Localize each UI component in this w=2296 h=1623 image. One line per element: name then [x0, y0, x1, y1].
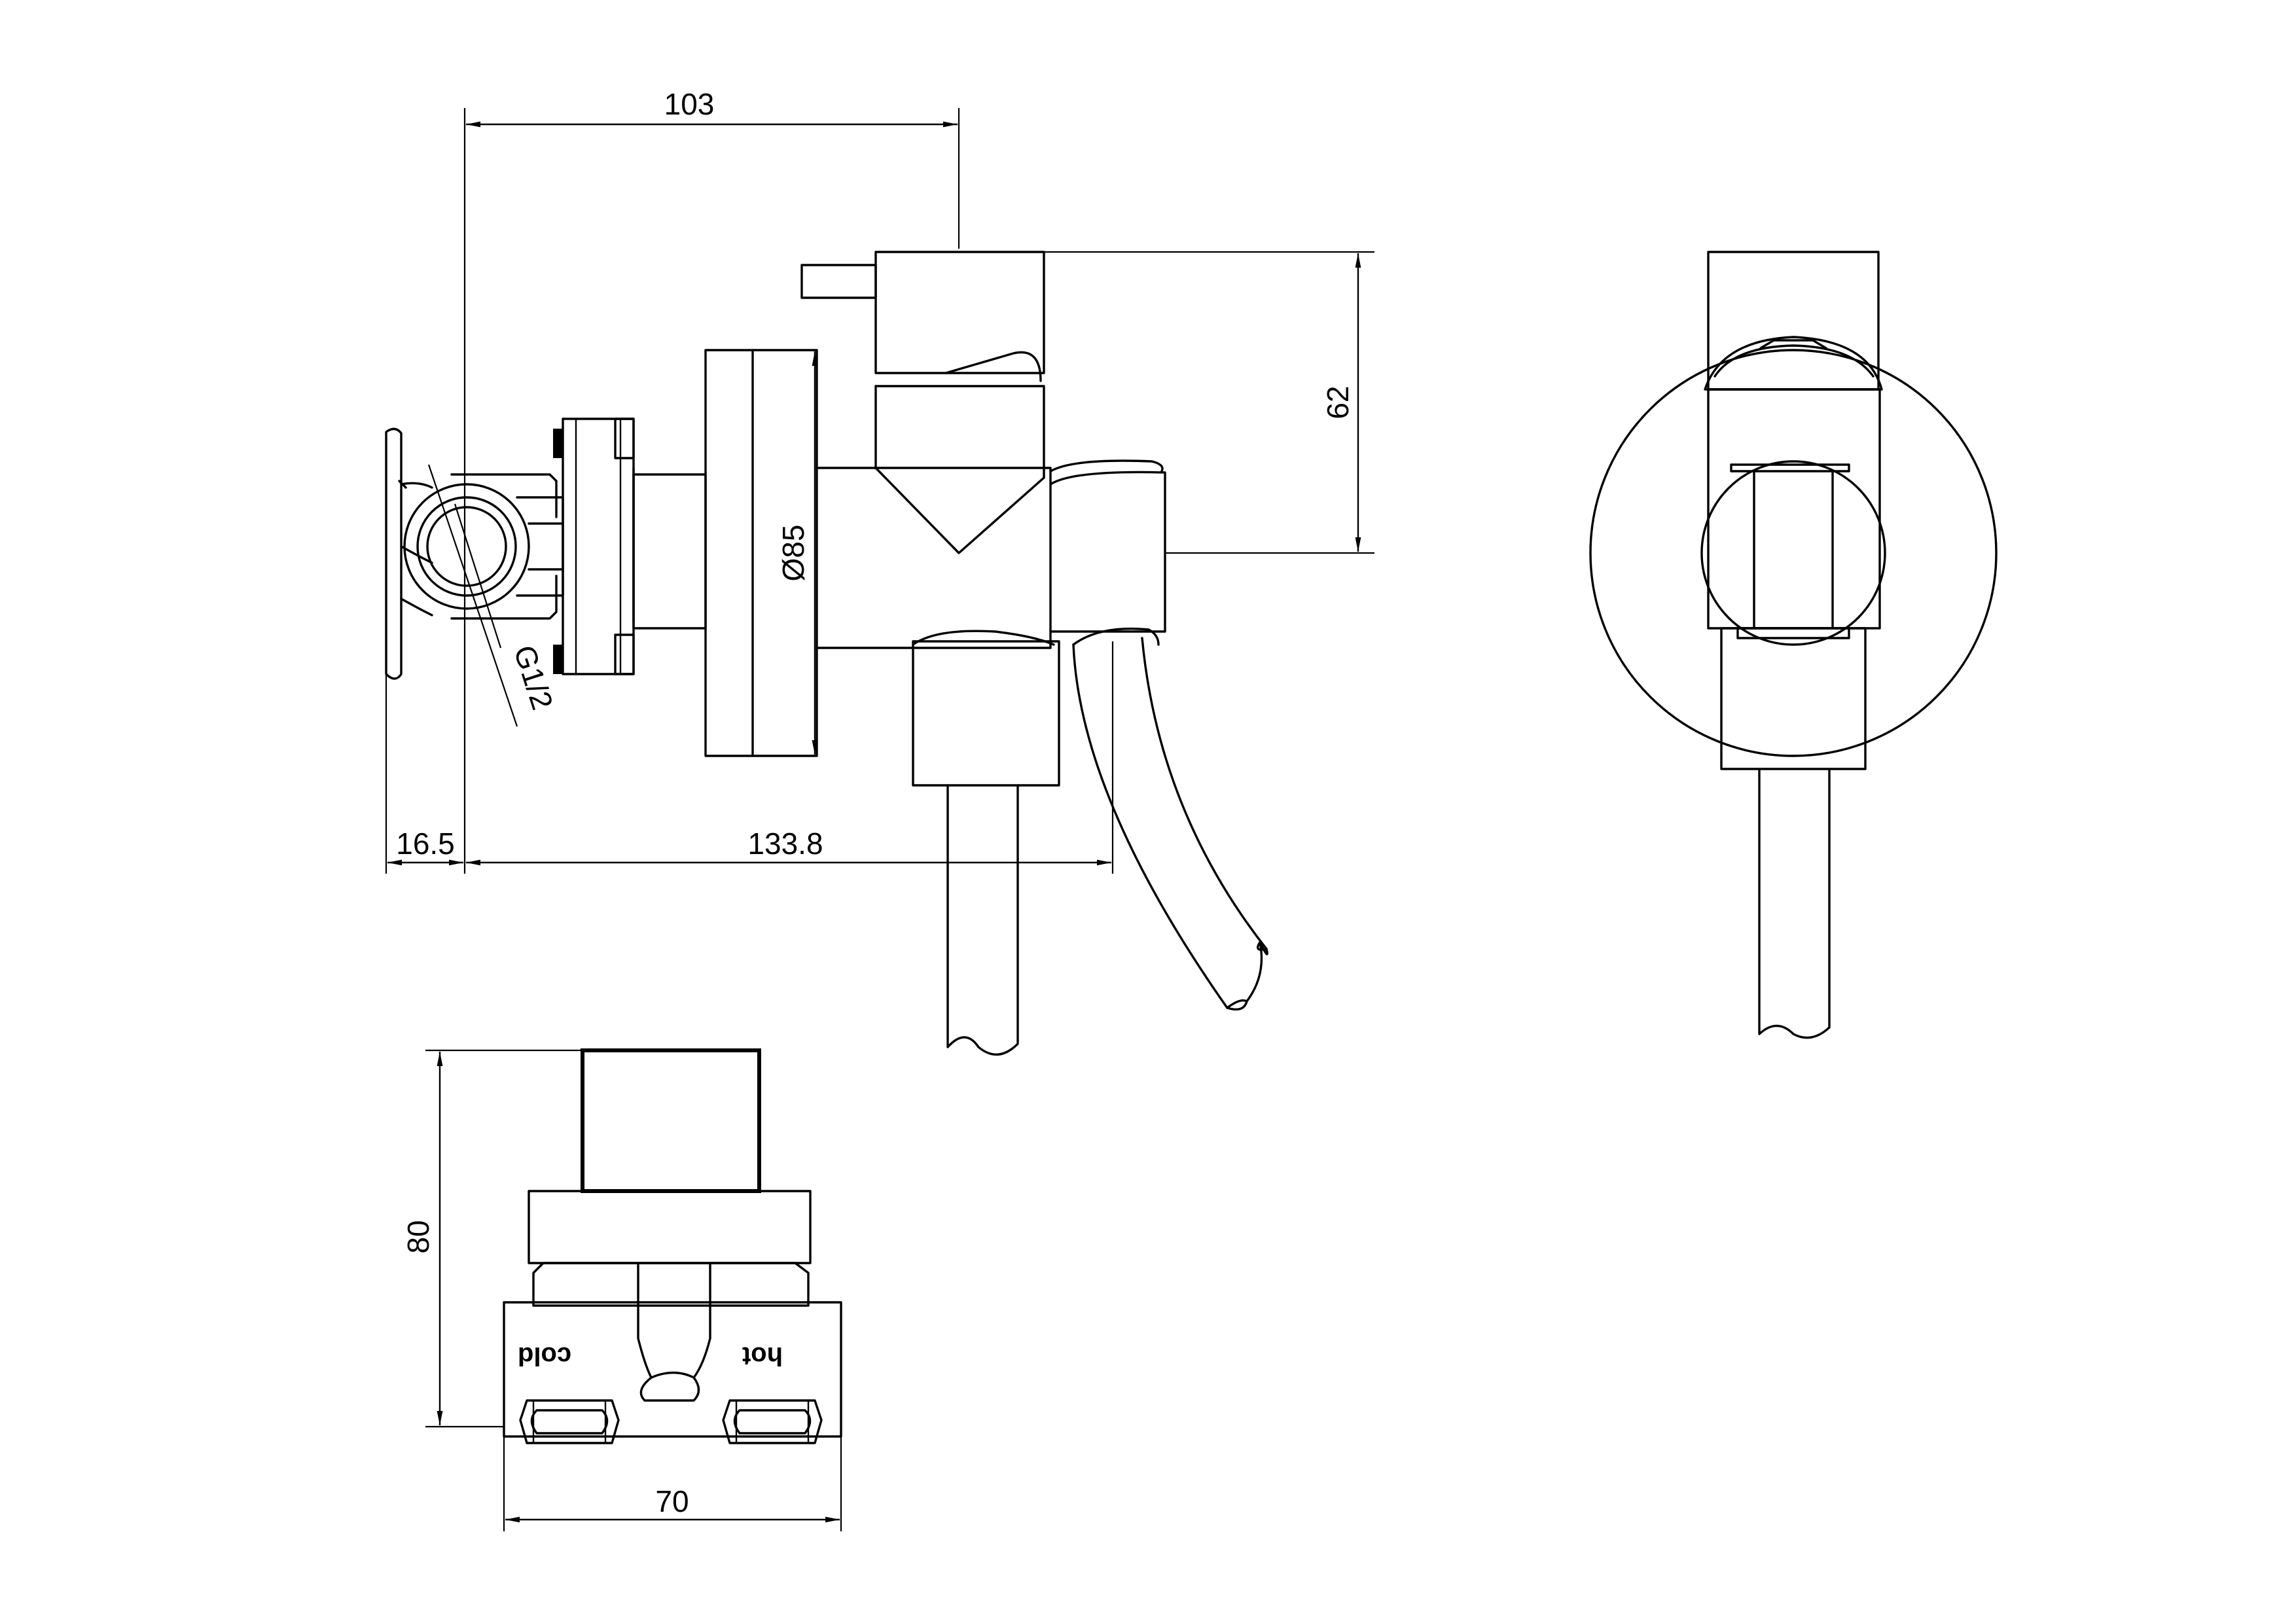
- thread-label: G1/2: [507, 641, 560, 714]
- body-end-cap: [1049, 471, 1166, 633]
- lever-head: [874, 251, 1045, 374]
- plan-nut: [532, 1262, 810, 1307]
- hose-fitting: [1072, 627, 1160, 646]
- dim-62-label: 62: [1321, 385, 1355, 419]
- lever-shoulder: [944, 351, 1042, 382]
- front-cartridge: [1730, 463, 1850, 473]
- nut-stud-bottom: [553, 645, 563, 674]
- body-end-top: [1049, 459, 1164, 473]
- connector-ring-inner: [426, 506, 507, 587]
- wall-plate: [385, 427, 403, 680]
- spout-pipe: [946, 784, 1019, 1056]
- front-spout-pipe: [1758, 768, 1831, 1039]
- cold-inlet: [519, 1399, 620, 1444]
- front-lever: [1707, 251, 1880, 391]
- dim-diameter-label: Ø85: [776, 525, 810, 582]
- nut-cap-top: [614, 418, 635, 459]
- nut-cap-bottom: [614, 633, 635, 675]
- nut-neck: [632, 473, 707, 630]
- spout-top: [912, 630, 1055, 646]
- cartridge-cone: [874, 385, 1045, 554]
- plan-lever: [581, 1048, 761, 1193]
- thread-leader-2: [454, 503, 502, 649]
- front-flange-circle: [1589, 349, 1998, 757]
- front-lever-cup: [1704, 336, 1883, 391]
- dim-80-label: 80: [401, 1220, 435, 1253]
- plan-view-dimensions: 80 70: [401, 1049, 842, 1531]
- front-view: [1589, 251, 1998, 1039]
- cartridge-top: [874, 385, 1045, 479]
- front-body-circle: [1700, 460, 1886, 646]
- side-view-dimensions: 103 62 Ø85 G1/2 16.5 133.8: [385, 87, 1374, 874]
- plan-flange: [528, 1190, 812, 1264]
- connector-body: [450, 473, 564, 620]
- nut-stud-top: [553, 429, 563, 458]
- front-stem: [1753, 470, 1834, 630]
- hot-label: hot: [742, 1342, 783, 1370]
- hot-inlet: [722, 1399, 823, 1444]
- plan-view: cold hot: [503, 1048, 842, 1444]
- hose-end: [1226, 941, 1268, 1011]
- dim-103-label: 103: [664, 87, 715, 121]
- dim-70-label: 70: [655, 1484, 689, 1518]
- front-body: [1707, 388, 1881, 630]
- lever-stem: [800, 264, 877, 299]
- thread-leader: [427, 464, 518, 727]
- plan-spout-curve: [650, 1371, 695, 1379]
- plan-spout: [637, 1262, 711, 1402]
- front-lever-cup-inner: [1713, 339, 1874, 378]
- connector-ring-mid: [416, 496, 517, 597]
- spout-block: [912, 640, 1060, 787]
- cold-label: cold: [518, 1342, 571, 1370]
- hose: [1072, 637, 1268, 1009]
- front-spout-block: [1720, 627, 1867, 770]
- dim-133-8-label: 133.8: [747, 827, 823, 861]
- side-view: [385, 251, 1268, 1056]
- connector-ring-outer: [403, 483, 530, 610]
- nut-flats: [575, 419, 622, 674]
- dim-16-5-label: 16.5: [396, 827, 455, 861]
- mixer-body: [816, 467, 1052, 649]
